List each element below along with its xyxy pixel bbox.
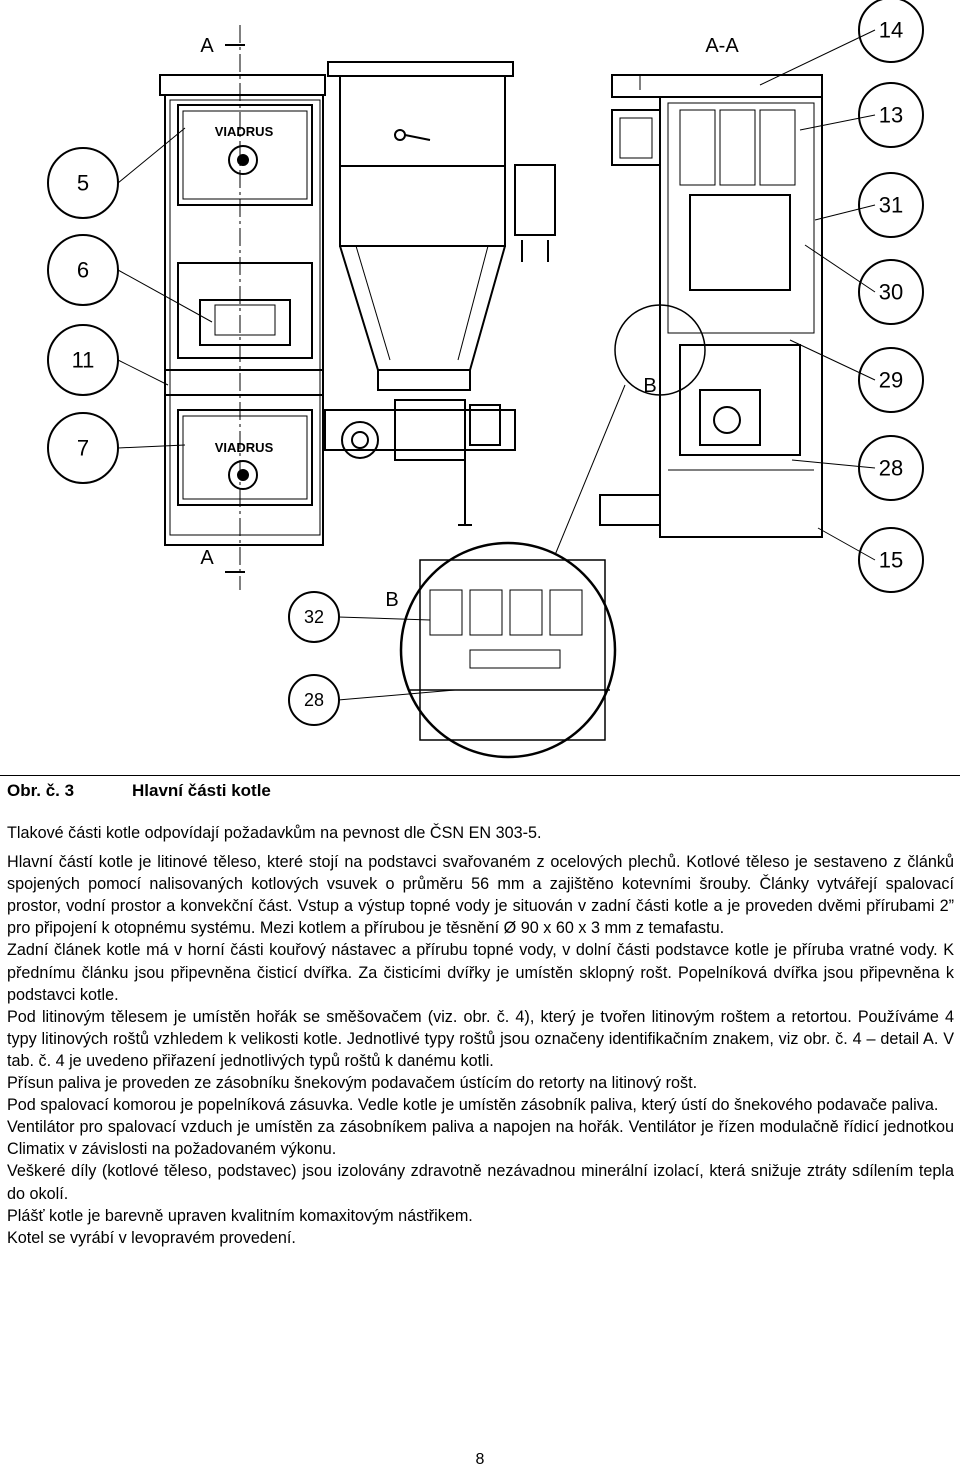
paragraph: Pod spalovací komorou je popelníková zás… [7,1096,939,1115]
callout-28: 28 [879,456,903,481]
paragraph: Tlakové části kotle odpovídají požadavků… [7,824,542,842]
callout-31: 31 [879,193,903,218]
section-mark-a-bottom: A [200,547,214,569]
callout-15: 15 [879,548,903,573]
callout-32: 32 [304,607,324,627]
section-mark-a-top: A [200,35,214,57]
paragraph: Veškeré díly (kotlové těleso, podstavec)… [7,1162,954,1203]
detail-mark-b: B [643,375,656,397]
paragraph: Přísun paliva je proveden ze zásobníku š… [7,1074,698,1093]
callout-7: 7 [77,436,89,461]
callout-11: 11 [72,348,95,373]
callout-29: 29 [879,368,903,393]
callout-28-detail: 28 [304,690,324,710]
page-number: 8 [475,1451,485,1468]
callout-6: 6 [77,258,89,283]
callout-14: 14 [879,18,903,43]
paragraph: Ventilátor pro spalovací vzduch je umíst… [7,1118,954,1159]
figure-label: Obr. č. 3 [7,781,75,800]
paragraph: Hlavní částí kotle je litinové těleso, k… [7,853,954,938]
paragraph: Pod litinovým tělesem je umístěn hořák s… [7,1007,954,1070]
paragraph: Kotel se vyrábí v levopravém provedení. [7,1228,296,1247]
paragraph: Zadní článek kotle má v horní části kouř… [7,941,954,1004]
callout-30: 30 [879,280,903,305]
callout-13: 13 [879,103,903,128]
detail-mark-b-zoom: B [385,589,398,611]
caption-rule [0,775,960,776]
section-mark-a-a: A-A [705,35,739,57]
brand-label-top: VIADRUS [215,124,274,139]
body-text: Tlakové části kotle odpovídají požadavků… [7,822,954,1249]
paragraph: Plášť kotle je barevně upraven kvalitním… [7,1206,473,1225]
callout-5: 5 [77,171,89,196]
boiler-technical-drawing: A A A-A B B VIADRUS VIADRUS 5 6 11 7 14 … [47,0,924,759]
figure-title: Hlavní části kotle [132,781,271,800]
brand-label-bottom: VIADRUS [215,440,274,455]
